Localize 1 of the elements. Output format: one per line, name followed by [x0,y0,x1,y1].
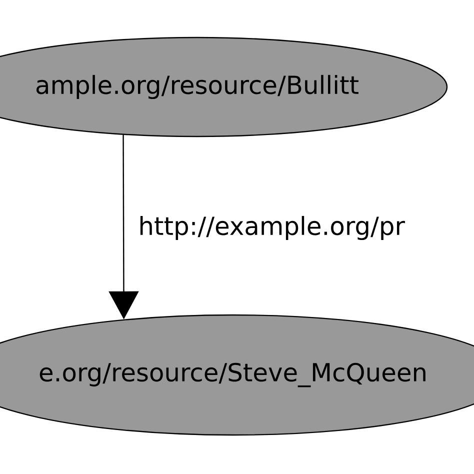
edge-label: http://example.org/pr [140,216,405,240]
